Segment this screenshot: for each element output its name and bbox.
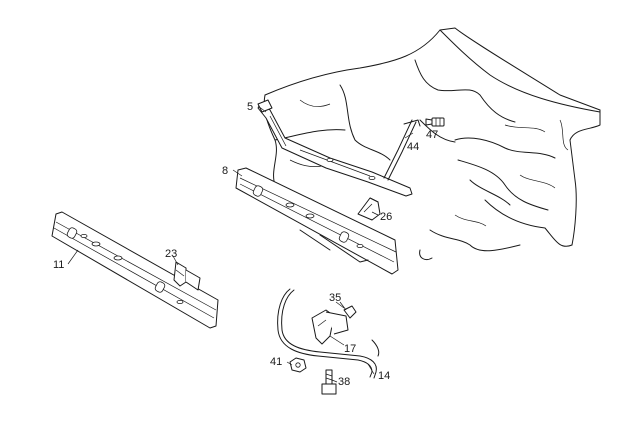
callout-44: 44	[407, 141, 419, 153]
callout-14: 14	[378, 370, 390, 382]
part-23-bracket	[173, 261, 201, 291]
callout-11: 11	[53, 259, 64, 271]
callout-26: 26	[380, 211, 392, 223]
part-8-bumper-reinforcement	[235, 167, 399, 275]
callout-23: 23	[165, 248, 177, 260]
part-35-clip	[339, 301, 357, 319]
callout-47: 47	[426, 129, 438, 141]
leader-lines	[67, 105, 414, 383]
callout-35: 35	[329, 292, 341, 304]
part-41-nut	[289, 357, 307, 373]
part-26-bracket	[357, 197, 381, 221]
part-38-bolt	[321, 369, 337, 395]
part-44-rod	[383, 119, 421, 181]
part-5-upper-crossmember	[257, 99, 413, 197]
part-11-bumper-reinforcement	[51, 211, 219, 329]
part-14-tube-bracket	[277, 288, 380, 379]
callout-41: 41	[270, 356, 282, 368]
part-47-bolt	[425, 117, 445, 127]
callout-5: 5	[247, 101, 253, 113]
callout-38: 38	[338, 376, 350, 388]
part-17-bracket	[311, 309, 349, 345]
callout-8: 8	[222, 165, 228, 177]
callout-17: 17	[344, 343, 356, 355]
